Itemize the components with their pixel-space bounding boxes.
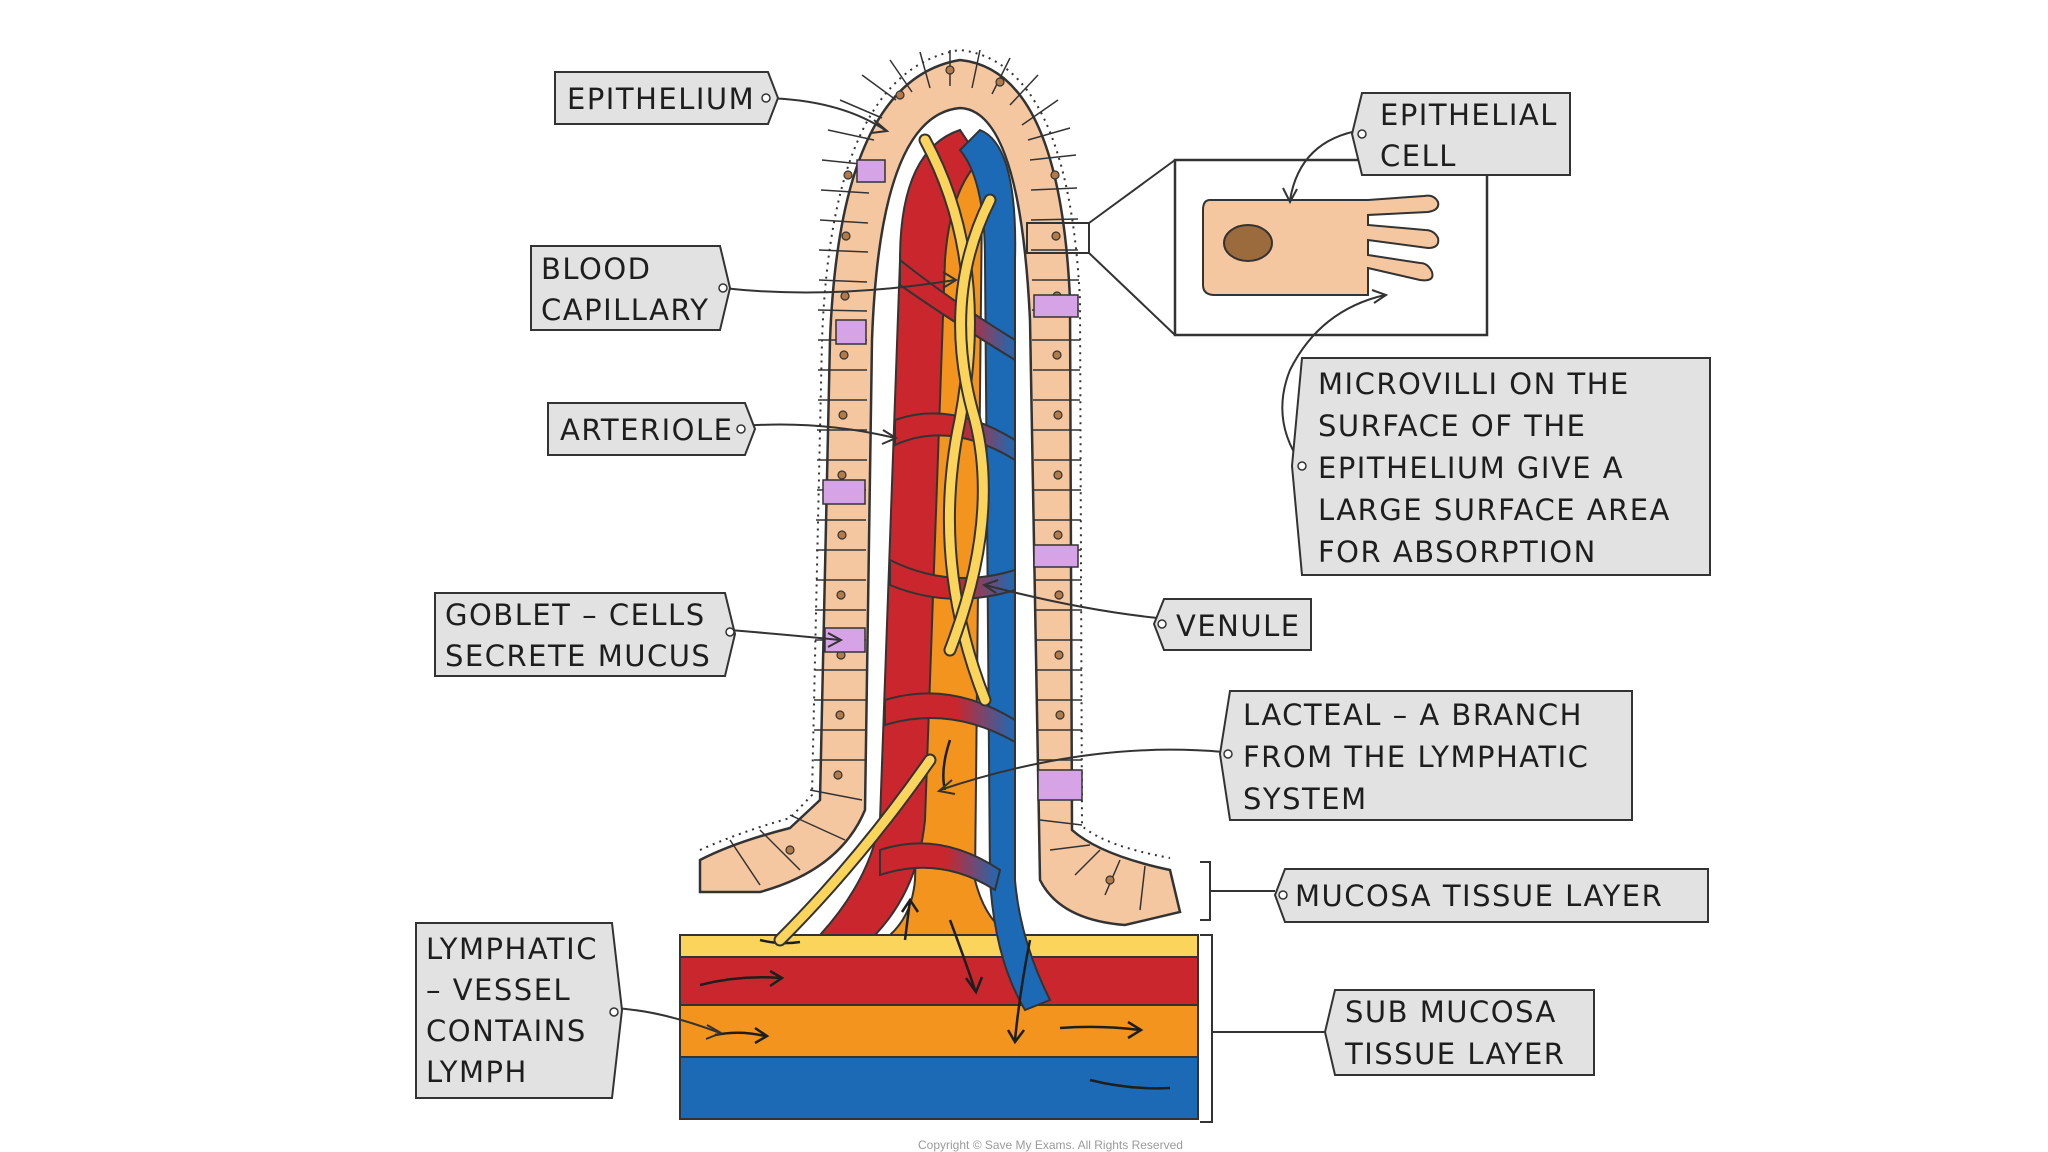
goblet-cells-label-line2: SECRETE MUCUS [445, 639, 711, 673]
label-lacteal: LACTEAL – A BRANCH FROM THE LYMPHATIC SY… [1218, 690, 1633, 821]
lacteal-label-line2: FROM THE LYMPHATIC [1243, 740, 1589, 774]
mucosa-bracket [1200, 861, 1211, 921]
epithelial-cell-label-line2: CELL [1380, 139, 1457, 173]
epithelium-layer [698, 48, 1182, 927]
lymphatic-vessel-label-line4: LYMPH [426, 1055, 528, 1089]
villus-core [773, 128, 1052, 1045]
label-blood-capillary: BLOOD CAPILLARY [530, 245, 732, 331]
label-venule: VENULE [1152, 598, 1312, 651]
sub-mucosa-label-line2: TISSUE LAYER [1344, 1037, 1565, 1071]
microvilli-label-line5: FOR ABSORPTION [1318, 535, 1597, 569]
lymphatic-vessel-label-line3: CONTAINS [426, 1014, 587, 1048]
epithelial-cell-label-line1: EPITHELIAL [1380, 98, 1558, 132]
lymphatic-vessel-label-line1: LYMPHATIC [426, 932, 598, 966]
blue-band [679, 1056, 1199, 1120]
cell-nucleus [1223, 224, 1273, 262]
venule-label: VENULE [1176, 609, 1301, 643]
epithelium-outline [698, 58, 1182, 927]
arteriole-label: ARTERIOLE [560, 413, 733, 447]
microvilli-label-line4: LARGE SURFACE AREA [1318, 493, 1671, 527]
arteriole [817, 128, 982, 936]
leader-lines [611, 97, 1389, 1040]
goblet-cells [822, 159, 1083, 801]
epithelial-cell-inset [1026, 158, 1489, 337]
epithelium-label: EPITHELIUM [567, 82, 755, 116]
microvilli-label-line2: SURFACE OF THE [1318, 409, 1587, 443]
lacteal-label-line1: LACTEAL – A BRANCH [1243, 698, 1583, 732]
mucosa-label: MUCOSA TISSUE LAYER [1295, 879, 1663, 913]
orange-band [679, 1004, 1199, 1058]
label-sub-mucosa: SUB MUCOSA TISSUE LAYER [1323, 989, 1595, 1076]
label-lymphatic-vessel: LYMPHATIC – VESSEL CONTAINS LYMPH [415, 922, 624, 1099]
red-band [679, 956, 1199, 1006]
label-microvilli: MICROVILLI ON THE SURFACE OF THE EPITHEL… [1290, 357, 1711, 576]
submucosa-bracket [1200, 934, 1213, 1123]
microvilli-label-line1: MICROVILLI ON THE [1318, 367, 1630, 401]
cell-lines-apex [827, 49, 1071, 141]
lacteal-label-line3: SYSTEM [1243, 782, 1368, 816]
goblet-cells-label-line1: GOBLET – CELLS [445, 598, 706, 632]
blood-capillary-label-line2: CAPILLARY [541, 293, 709, 327]
epithelial-cell-body [1202, 194, 1440, 296]
label-goblet-cells: GOBLET – CELLS SECRETE MUCUS [434, 592, 737, 677]
submucosa-vessels [679, 934, 1199, 1120]
tissue-brackets [1200, 861, 1325, 1123]
blood-capillary-label-line1: BLOOD [541, 252, 652, 286]
lymphatic-vessel-label-line2: – VESSEL [426, 973, 571, 1007]
sub-mucosa-label-line1: SUB MUCOSA [1345, 995, 1557, 1029]
label-mucosa: MUCOSA TISSUE LAYER [1273, 868, 1709, 923]
yellow-band [679, 934, 1199, 958]
label-epithelial-cell: EPITHELIAL CELL [1350, 92, 1571, 176]
lymph-capillaries [773, 133, 997, 947]
label-arteriole: ARTERIOLE [547, 402, 757, 456]
capillary-network [879, 257, 1016, 892]
microvilli-label-line3: EPITHELIUM GIVE A [1318, 451, 1624, 485]
zoom-source-box [1026, 222, 1090, 254]
copyright-notice: Copyright © Save My Exams. All Rights Re… [918, 1138, 1183, 1152]
label-epithelium: EPITHELIUM [554, 71, 780, 125]
